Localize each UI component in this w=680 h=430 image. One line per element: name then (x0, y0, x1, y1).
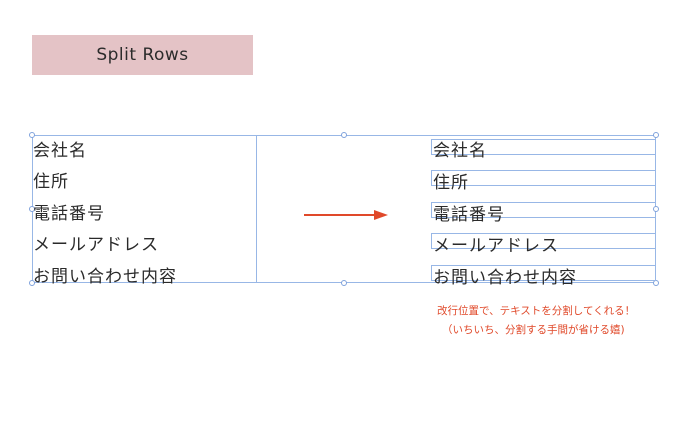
handle-top-right[interactable] (653, 132, 659, 138)
result-row-box[interactable] (431, 202, 656, 218)
source-line: お問い合わせ内容 (33, 267, 177, 287)
result-row-text: お問い合わせ内容 (433, 268, 577, 288)
handle-top-mid[interactable] (341, 132, 347, 138)
result-row-text: 会社名 (433, 141, 487, 161)
result-row-text: 住所 (433, 173, 469, 193)
result-row-box[interactable] (431, 265, 656, 281)
source-line: メールアドレス (33, 235, 159, 255)
result-row-text: 電話番号 (433, 205, 505, 225)
handle-top-left[interactable] (29, 132, 35, 138)
handle-mid-right[interactable] (653, 206, 659, 212)
handle-bottom-right[interactable] (653, 280, 659, 286)
annotation-line-1: 改行位置で、テキストを分割してくれる！ (437, 305, 636, 317)
title-label: Split Rows (96, 45, 189, 65)
annotation-line-2: （いちいち、分割する手間が省ける嬉) (442, 324, 625, 336)
source-line: 会社名 (33, 141, 87, 161)
right-arrow-icon (304, 210, 388, 220)
result-row-text: メールアドレス (433, 236, 559, 256)
source-line: 住所 (33, 172, 69, 192)
handle-bottom-mid[interactable] (341, 280, 347, 286)
title-badge: Split Rows (32, 35, 253, 75)
handle-mid-left[interactable] (29, 206, 35, 212)
result-row-box[interactable] (431, 170, 656, 186)
source-line: 電話番号 (33, 204, 105, 224)
handle-bottom-left[interactable] (29, 280, 35, 286)
result-row-box[interactable] (431, 233, 656, 249)
source-text-box[interactable] (32, 135, 257, 283)
result-row-box[interactable] (431, 139, 656, 155)
